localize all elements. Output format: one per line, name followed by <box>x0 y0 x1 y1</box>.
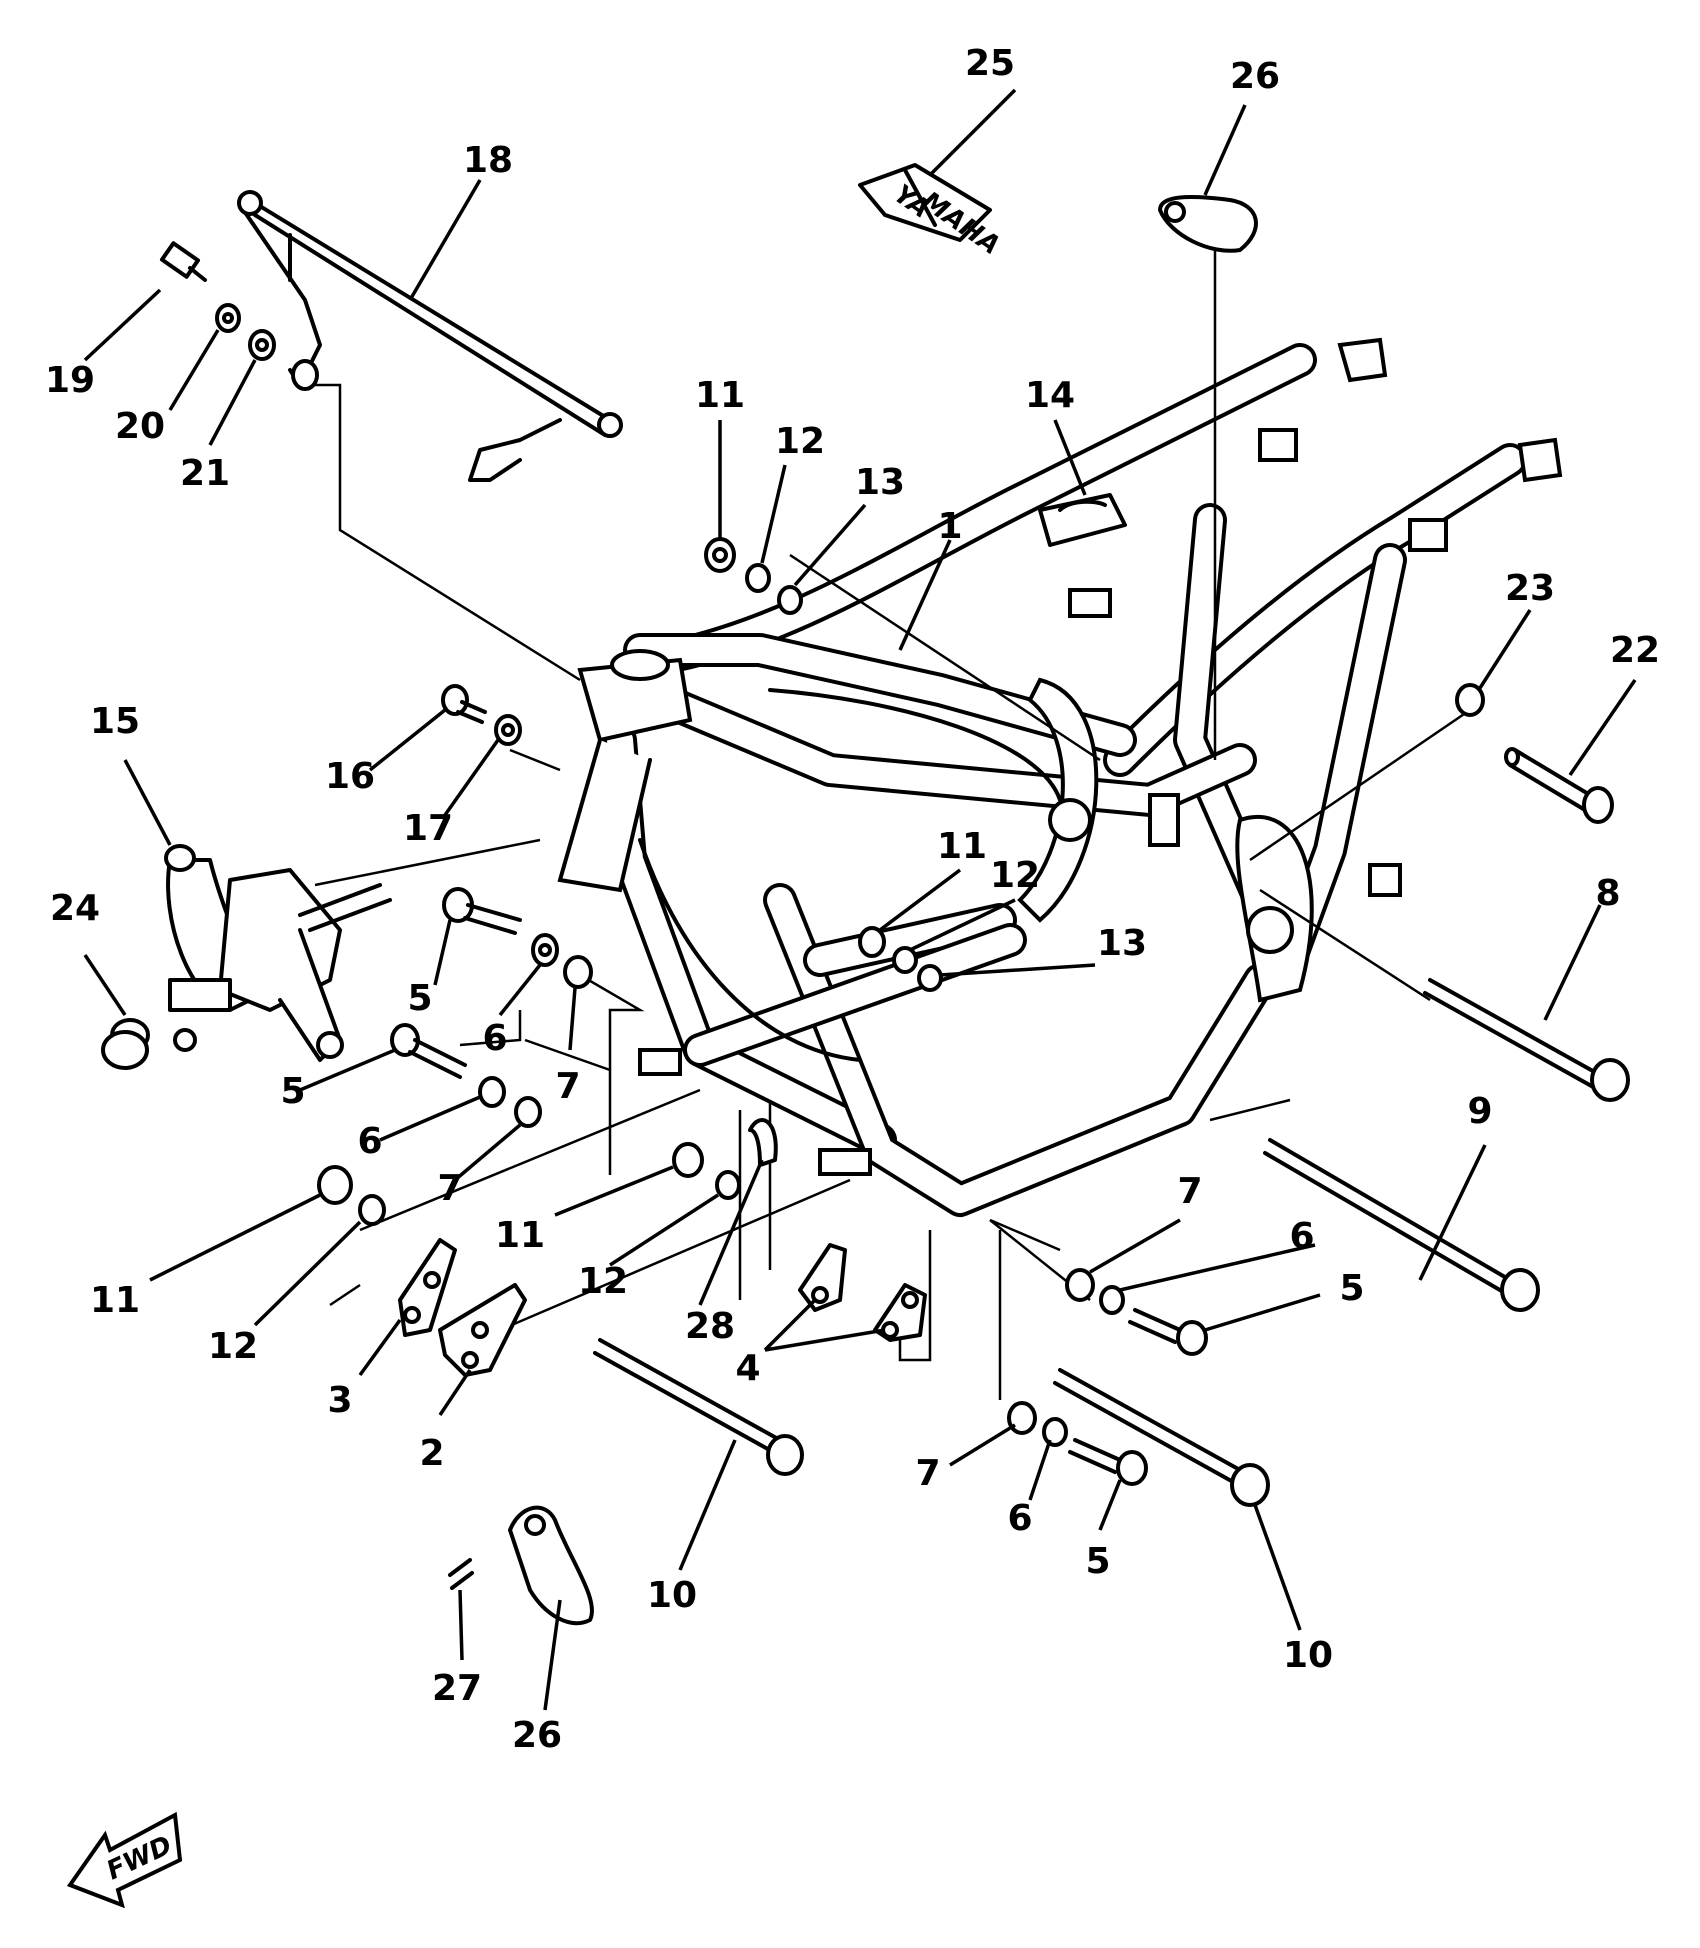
washer-7-c <box>1065 1268 1095 1302</box>
bolt-9 <box>1263 1138 1540 1312</box>
washer-6-d <box>1042 1417 1068 1447</box>
nut-11-mid <box>858 926 886 958</box>
callout-5: 5 <box>1339 1268 1364 1309</box>
callout-7: 7 <box>555 1066 580 1107</box>
bolt-16 <box>441 684 487 724</box>
cover-cap-top <box>1158 195 1258 253</box>
callout-4: 4 <box>735 1348 760 1389</box>
callout-6: 6 <box>1007 1498 1032 1539</box>
washer-6-a <box>531 933 559 967</box>
bolt-5-b <box>390 1023 467 1079</box>
callout-1: 1 <box>937 506 962 547</box>
washer-12-lower <box>358 1194 386 1226</box>
washer-20 <box>215 303 241 333</box>
callout-8: 8 <box>1595 873 1620 914</box>
callout-25: 25 <box>965 43 1015 84</box>
callout-3: 3 <box>327 1380 352 1421</box>
bracket-4-b <box>873 1283 927 1342</box>
bracket-4-a <box>798 1243 847 1312</box>
callout-10: 10 <box>1283 1635 1333 1676</box>
callout-10: 10 <box>647 1575 697 1616</box>
bolt-5-a <box>442 887 522 935</box>
leader-lines <box>83 88 1637 1711</box>
callout-19: 19 <box>45 360 95 401</box>
nut-11-center <box>672 1142 704 1178</box>
callout-23: 23 <box>1505 568 1555 609</box>
callout-6: 6 <box>357 1121 382 1162</box>
callout-13: 13 <box>1097 923 1147 964</box>
callout-2: 2 <box>419 1433 444 1474</box>
callout-26: 26 <box>512 1715 562 1756</box>
nut-23 <box>1455 683 1485 717</box>
shift-link-15 <box>164 844 392 1062</box>
callout-9: 9 <box>1467 1091 1492 1132</box>
callout-7: 7 <box>915 1453 940 1494</box>
callout-15: 15 <box>90 701 140 742</box>
callout-7: 7 <box>437 1168 462 1209</box>
washer-7-a <box>563 955 593 989</box>
washer-17 <box>494 714 522 746</box>
washer-13-upper <box>777 585 803 615</box>
callout-21: 21 <box>180 453 230 494</box>
screw-27 <box>448 1558 474 1590</box>
callout-27: 27 <box>432 1668 482 1709</box>
callout-18: 18 <box>463 140 513 181</box>
callout-12: 12 <box>208 1326 258 1367</box>
callout-16: 16 <box>325 756 375 797</box>
bolt-22 <box>1504 747 1614 824</box>
callout-5: 5 <box>1085 1541 1110 1582</box>
callout-12: 12 <box>578 1261 628 1302</box>
callout-20: 20 <box>115 406 165 447</box>
rubber-24 <box>101 1018 150 1070</box>
bolt-10-b <box>1053 1368 1270 1507</box>
callout-11: 11 <box>90 1280 140 1321</box>
bolt-10-a <box>593 1338 804 1476</box>
callout-14: 14 <box>1025 375 1075 416</box>
callout-26: 26 <box>1230 56 1280 97</box>
callout-11: 11 <box>937 826 987 867</box>
callout-24: 24 <box>50 888 100 929</box>
main-frame <box>557 337 1563 1217</box>
bolt-5-c <box>1128 1308 1208 1356</box>
washer-12-mid <box>892 946 918 974</box>
callout-6: 6 <box>1289 1216 1314 1257</box>
callout-22: 22 <box>1610 630 1660 671</box>
bolt-8 <box>1423 978 1630 1102</box>
callout-13: 13 <box>855 462 905 503</box>
washer-13-mid <box>917 964 943 992</box>
damper-14 <box>1038 493 1127 547</box>
nut-11-lower <box>317 1165 353 1205</box>
yamaha-emblem: YA MAHA <box>858 163 1005 261</box>
nut-11-upper <box>704 537 736 573</box>
washer-21 <box>248 329 276 361</box>
engine-stay-bar <box>237 190 623 482</box>
bolt-5-d <box>1068 1438 1148 1486</box>
clamp-28 <box>748 1118 778 1167</box>
bracket-2 <box>438 1283 527 1377</box>
callout-11: 11 <box>695 375 745 416</box>
washer-6-c <box>1099 1285 1125 1315</box>
washer-7-d <box>1007 1401 1037 1435</box>
washer-6-b <box>478 1076 506 1108</box>
bracket-3 <box>398 1238 457 1337</box>
forward-arrow: FWD <box>66 1811 183 1909</box>
washer-12-center <box>715 1170 741 1200</box>
callout-6: 6 <box>482 1018 507 1059</box>
washer-7-b <box>514 1096 542 1128</box>
callout-11: 11 <box>495 1215 545 1256</box>
washer-12-upper <box>745 563 771 593</box>
callout-numbers: 25 26 18 19 20 21 11 12 13 14 1 23 22 15… <box>45 43 1660 1756</box>
callout-12: 12 <box>775 421 825 462</box>
callout-7: 7 <box>1177 1171 1202 1212</box>
callout-28: 28 <box>685 1306 735 1347</box>
bolt-19 <box>159 241 207 282</box>
callout-5: 5 <box>280 1071 305 1112</box>
cover-cap-bottom <box>508 1505 594 1626</box>
callout-5: 5 <box>407 978 432 1019</box>
callout-12: 12 <box>990 855 1040 896</box>
callout-17: 17 <box>403 808 453 849</box>
